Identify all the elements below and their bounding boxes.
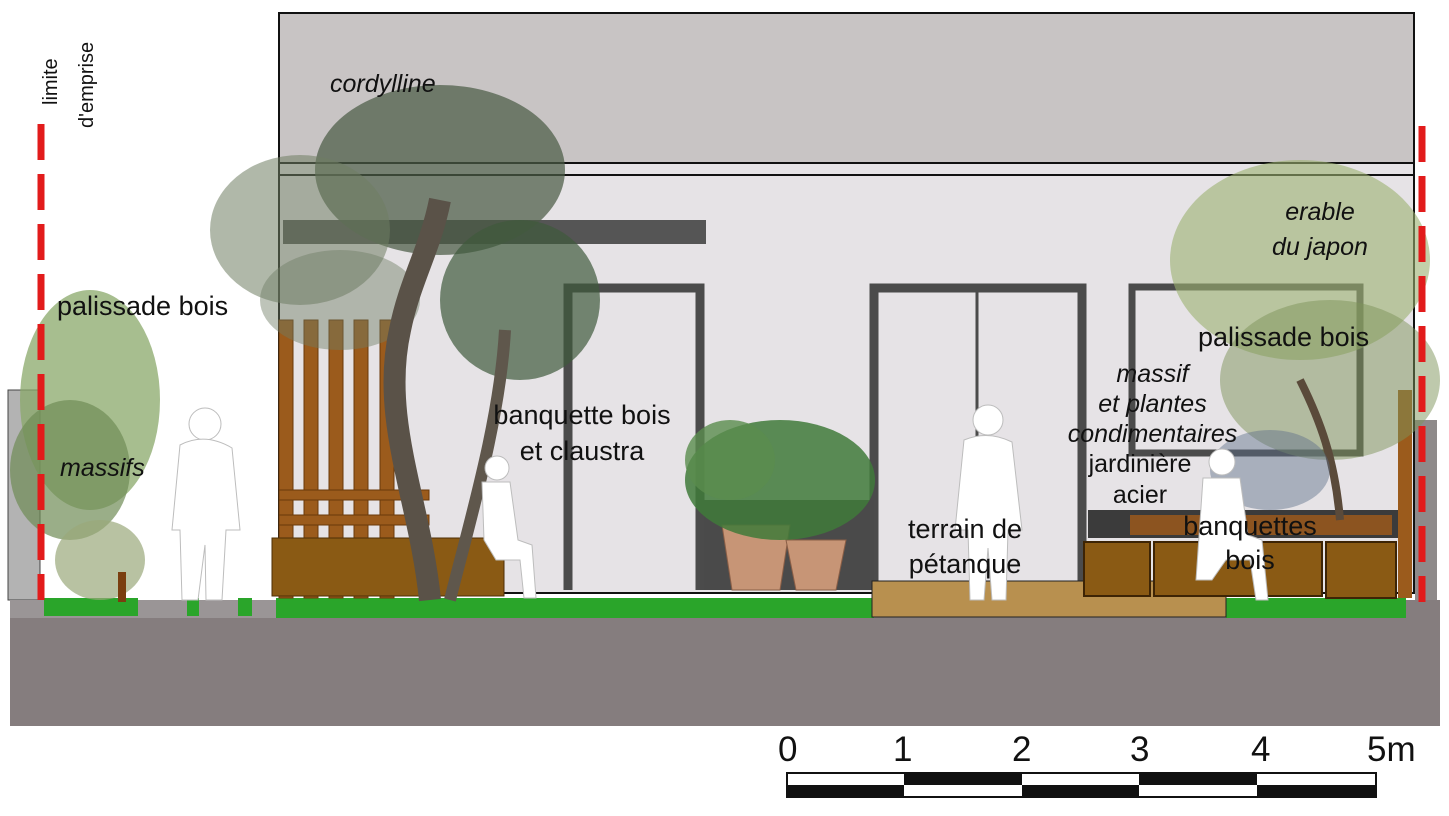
scale-tick-1: 1: [893, 730, 913, 769]
fern-plants: [685, 420, 875, 540]
palissade-right-label: palissade bois: [1198, 322, 1370, 352]
wood-claustra: [278, 319, 430, 599]
jardiniere-label-line1: jardinière: [1088, 450, 1192, 478]
massif-label-line3: condimentaires: [1067, 420, 1238, 448]
scale-tick-0: 0: [778, 730, 798, 769]
scale-tick-5m: 5m: [1367, 730, 1416, 769]
banquette-label-line1: banquette bois: [493, 400, 671, 430]
jardiniere-label-line2: acier: [1112, 481, 1168, 509]
terrain-label-line2: pétanque: [908, 549, 1022, 579]
limite-label: limite: [40, 58, 62, 105]
massif-label-line2: et plantes: [1098, 390, 1207, 418]
benches-right: [1083, 541, 1397, 599]
ground-section: [10, 600, 1440, 726]
scale-bar: [786, 772, 1377, 798]
erable-label-line1: erable: [1285, 198, 1355, 226]
banquettes-label-line1: banquettes: [1183, 511, 1317, 541]
massif-label-line1: massif: [1116, 360, 1189, 388]
grass: [44, 598, 1406, 618]
scale-tick-2: 2: [1012, 730, 1032, 769]
cordyline-tree: [210, 85, 600, 602]
massifs-label: massifs: [60, 454, 145, 482]
planter-pots: [721, 524, 847, 591]
banquette-label-line2: et claustra: [519, 436, 645, 466]
emprise-label: d'emprise: [76, 41, 98, 128]
scale-tick-3: 3: [1130, 730, 1150, 769]
palissade-left-label: palissade bois: [57, 291, 229, 321]
banquettes-label-line2: bois: [1225, 545, 1275, 575]
terrain-label-line1: terrain de: [907, 514, 1023, 544]
erable-label-line2: du japon: [1272, 233, 1368, 261]
cordylline-label: cordylline: [330, 70, 436, 98]
scale-tick-4: 4: [1251, 730, 1271, 769]
person-silhouettes: [171, 404, 1269, 601]
